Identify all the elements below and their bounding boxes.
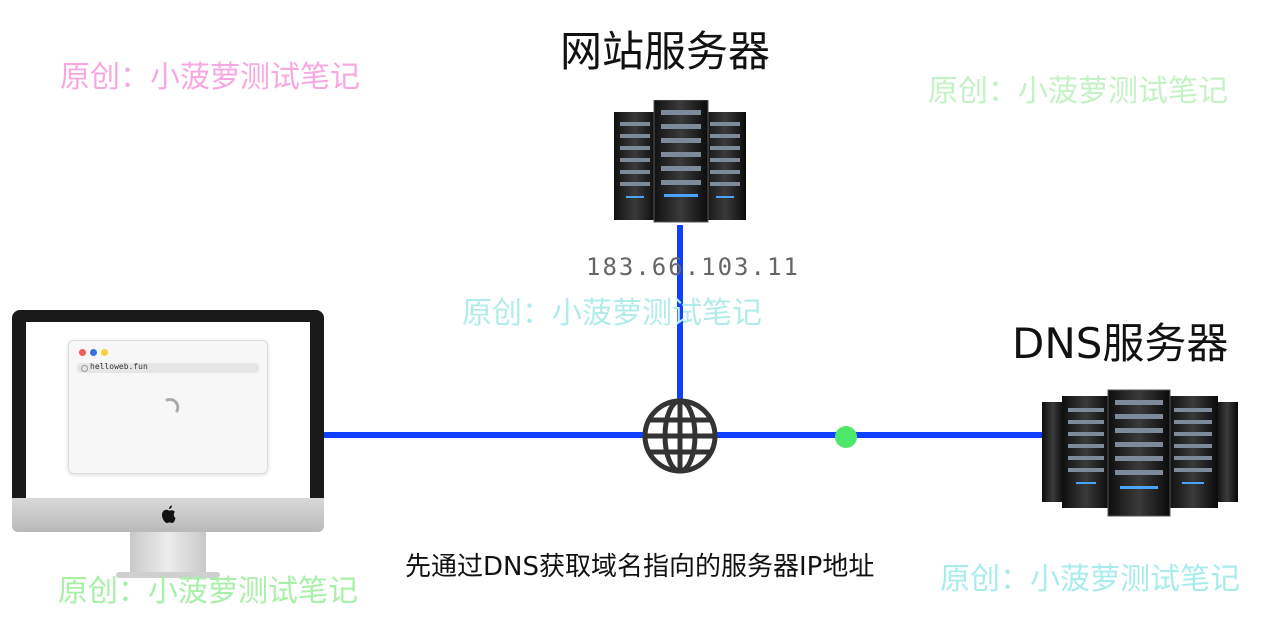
diagram-caption: 先通过DNS获取域名指向的服务器IP地址	[405, 552, 875, 582]
window-maximize-dot	[101, 349, 108, 356]
window-minimize-dot	[90, 349, 97, 356]
watermark: 原创：小菠萝测试笔记	[60, 60, 360, 95]
imac-icon: helloweb.fun	[12, 310, 324, 580]
dns-server-rack-icon	[1042, 389, 1238, 517]
packet-dot	[835, 426, 857, 448]
watermark: 原创：小菠萝测试笔记	[928, 74, 1228, 109]
web-server-rack-icon	[614, 100, 746, 223]
address-url: helloweb.fun	[90, 362, 148, 371]
web-server-ip: 183.66.103.11	[586, 253, 800, 281]
window-close-dot	[79, 349, 86, 356]
watermark: 原创：小菠萝测试笔记	[58, 574, 358, 609]
web-server-title: 网站服务器	[560, 27, 771, 76]
imac-chin	[12, 498, 324, 532]
loading-spinner-icon	[165, 398, 180, 413]
imac-stand	[130, 532, 206, 574]
imac-stand-base	[116, 572, 220, 578]
globe-icon	[642, 398, 718, 474]
address-search-icon	[81, 365, 88, 372]
watermark: 原创：小菠萝测试笔记	[940, 562, 1240, 597]
dns-server-title: DNS服务器	[1012, 319, 1229, 368]
apple-logo-icon	[162, 505, 176, 523]
watermark: 原创：小菠萝测试笔记	[462, 296, 762, 331]
browser-address-bar[interactable]: helloweb.fun	[77, 362, 259, 373]
imac-screen: helloweb.fun	[26, 322, 310, 498]
browser-window: helloweb.fun	[68, 340, 268, 474]
